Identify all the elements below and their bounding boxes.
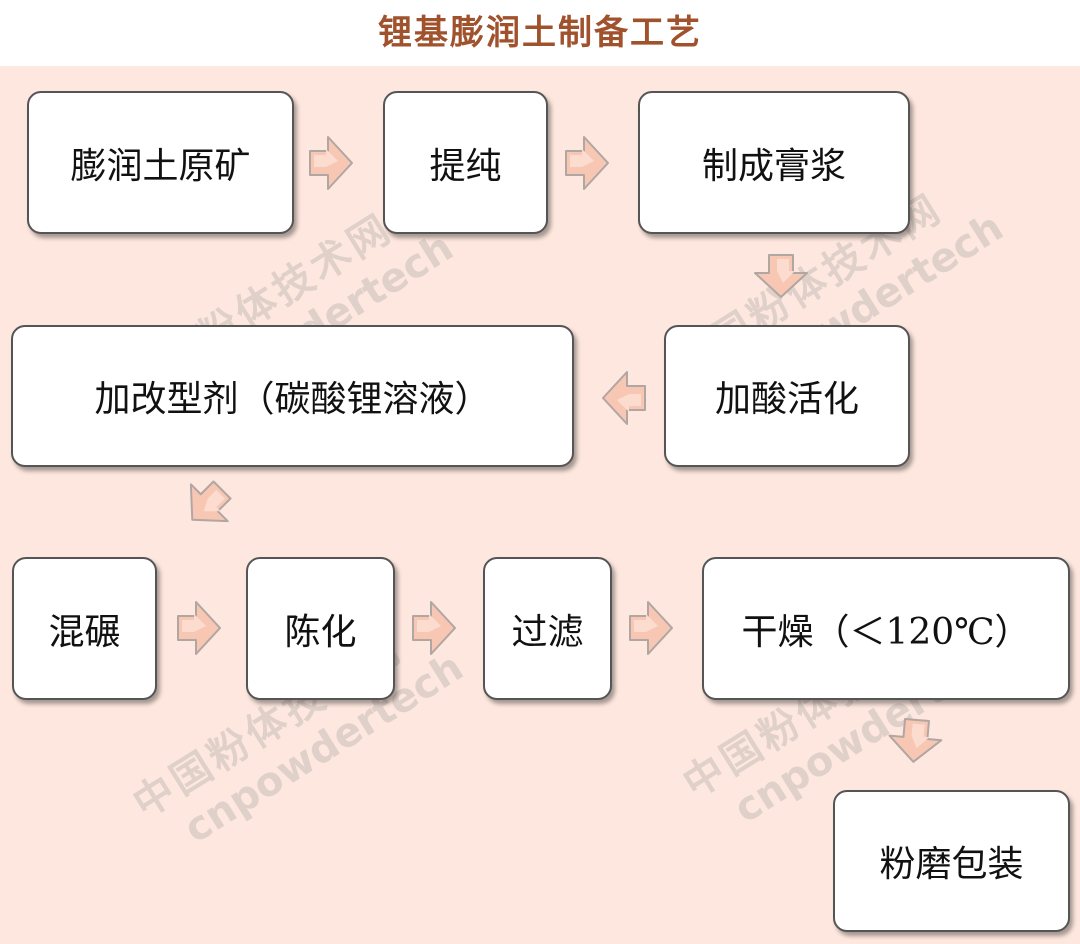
step-bentonite-ore: 膨润土原矿 bbox=[27, 91, 294, 234]
step-purification: 提纯 bbox=[383, 91, 548, 234]
step-filtering: 过滤 bbox=[483, 557, 612, 700]
step-grinding-packaging: 粉磨包装 bbox=[833, 790, 1070, 932]
page-title: 锂基膨润土制备工艺 bbox=[378, 13, 702, 53]
step-add-modifier: 加改型剂（碳酸锂溶液） bbox=[11, 325, 574, 467]
step-drying: 干燥（＜120℃） bbox=[702, 557, 1070, 700]
step-mixing-milling: 混碾 bbox=[12, 557, 157, 700]
step-make-paste: 制成膏浆 bbox=[638, 91, 910, 234]
step-aging: 陈化 bbox=[246, 557, 395, 700]
step-acid-activation: 加酸活化 bbox=[664, 325, 910, 467]
